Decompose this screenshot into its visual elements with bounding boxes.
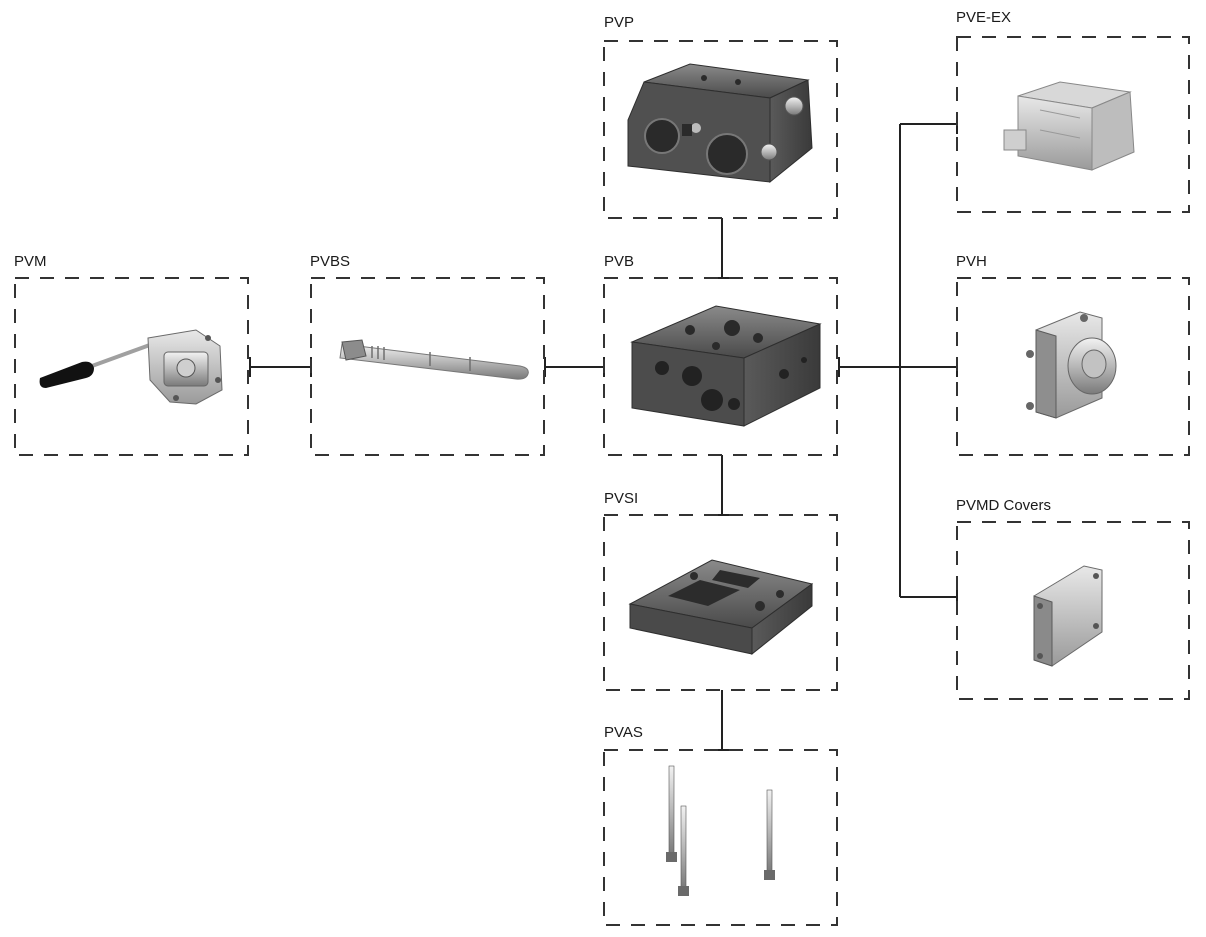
component-pvm: PVM (14, 253, 249, 456)
pvmd-cover-icon (1033, 565, 1103, 667)
label-pvb: PVB (604, 253, 634, 270)
connector-pvb-pvsi (712, 455, 732, 516)
pvas-bolts-icon (666, 765, 775, 896)
component-pvas: PVAS (603, 724, 838, 926)
component-pve-ex: PVE-EX (956, 9, 1190, 213)
component-pvb: PVB (603, 253, 838, 456)
label-pvas: PVAS (604, 724, 643, 741)
connector-bus-pvmd (900, 587, 958, 607)
label-pvm: PVM (14, 253, 47, 270)
label-pvp: PVP (604, 14, 634, 31)
box-pvp (603, 40, 838, 219)
label-pvbs: PVBS (310, 253, 350, 270)
component-pvmd: PVMD Covers (956, 497, 1190, 700)
pvh-cover-icon (1026, 311, 1117, 419)
box-pvh (956, 277, 1190, 456)
box-pvb (603, 277, 838, 456)
connector-pvm-pvbs (249, 357, 312, 377)
label-pvh: PVH (956, 253, 987, 270)
pve-ex-module-icon (1003, 81, 1135, 171)
box-pvbs (310, 277, 545, 456)
pvsi-plate-icon (628, 559, 814, 656)
connector-pvb-bus (838, 124, 957, 597)
box-pvm (14, 277, 249, 456)
label-pve-ex: PVE-EX (956, 9, 1011, 26)
label-pvsi: PVSI (604, 490, 638, 507)
component-pvh: PVH (956, 253, 1190, 456)
component-pvsi: PVSI (603, 490, 838, 691)
pvbs-spool-icon (339, 339, 529, 380)
component-pvp: PVP (603, 14, 838, 219)
connector-pvsi-pvas (712, 690, 732, 751)
box-pve-ex (956, 36, 1190, 213)
box-pvas (603, 749, 838, 926)
box-pvsi (603, 514, 838, 691)
connector-pvbs-pvb (544, 357, 605, 377)
box-pvmd (956, 521, 1190, 700)
label-pvmd: PVMD Covers (956, 497, 1051, 514)
connector-pvp-pvb (712, 218, 732, 279)
pvm-lever-icon (39, 329, 223, 405)
connector-bus-pve-ex (900, 114, 958, 134)
component-pvbs: PVBS (310, 253, 545, 456)
pvp-block-icon (627, 63, 813, 184)
pvb-block-icon (630, 305, 822, 427)
